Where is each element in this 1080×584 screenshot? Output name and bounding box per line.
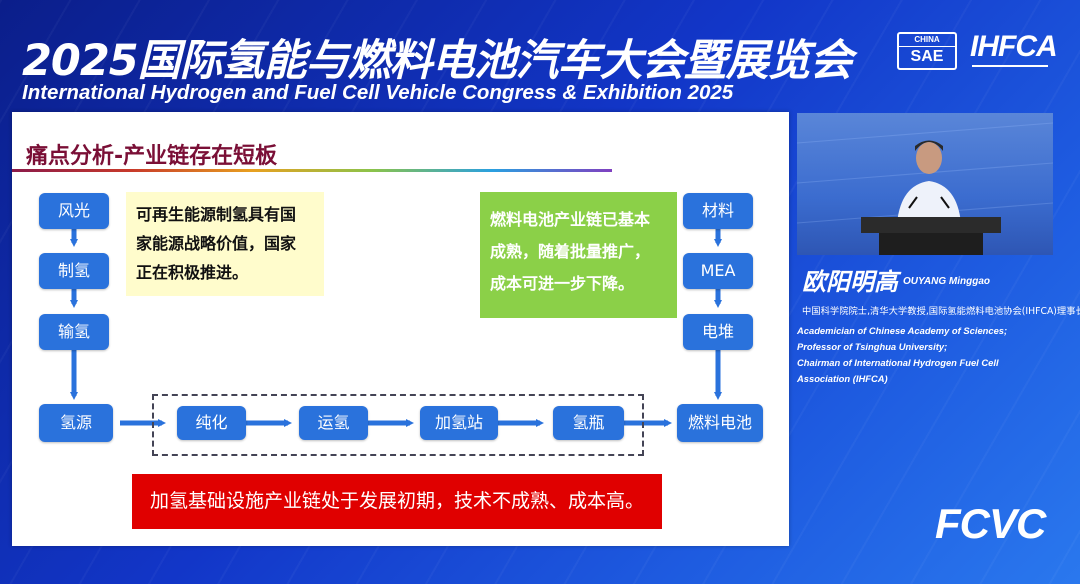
china-sae-logo-top: CHINA — [899, 34, 955, 47]
note-green-line: 成本可进一步下降。 — [490, 274, 635, 293]
note-yellow-line: 可再生能源制氢具有国 — [136, 205, 297, 224]
speaker-illustration — [797, 122, 1053, 255]
note-green-line: 成熟，随着批量推广， — [490, 242, 651, 261]
conclusion-banner: 加氢基础设施产业链处于发展初期，技术不成熟、成本高。 — [132, 474, 662, 529]
box-mea: MEA — [683, 253, 753, 289]
china-sae-logo-main: SAE — [910, 48, 944, 65]
box-wind-solar: 风光 — [39, 193, 109, 229]
flow-arrows — [70, 229, 722, 427]
ihfca-logo: IHFCA — [970, 30, 1058, 63]
box-hydrogen-production: 制氢 — [39, 253, 109, 289]
note-yellow-line: 家能源战略价值，国家 — [136, 234, 297, 253]
slide-title: 痛点分析-产业链存在短板 — [26, 144, 278, 169]
speaker-name-cn: 欧阳明高 — [802, 268, 898, 296]
box-hydrogen-haulage: 运氢 — [299, 406, 368, 440]
note-green-line: 燃料电池产业链已基本 — [490, 210, 651, 229]
presentation-slide: 痛点分析-产业链存在短板 风光 制氢 输氢 氢源 — [12, 112, 789, 546]
box-hydrogen-tank: 氢瓶 — [553, 406, 624, 440]
speaker-title-en-line: Chairman of International Hydrogen Fuel … — [797, 357, 999, 368]
note-renewable-hydrogen: 可再生能源制氢具有国 家能源战略价值，国家 正在积极推进。 — [126, 192, 324, 296]
china-sae-logo: CHINA SAE — [897, 32, 957, 70]
box-materials: 材料 — [683, 193, 753, 229]
ihfca-logo-underline — [972, 65, 1048, 67]
box-hydrogen-source: 氢源 — [39, 404, 113, 442]
note-fuel-cell-mature: 燃料电池产业链已基本 成熟，随着批量推广， 成本可进一步下降。 — [480, 192, 677, 318]
slide-title-rule — [12, 169, 612, 172]
event-title-en: International Hydrogen and Fuel Cell Veh… — [22, 81, 734, 104]
speaker-name-en: OUYANG Minggao — [903, 276, 991, 287]
box-hydrogen-transport: 输氢 — [39, 314, 109, 350]
note-yellow-line: 正在积极推进。 — [136, 263, 249, 282]
infrastructure-group-frame — [152, 394, 644, 456]
speaker-title-en-line: Academician of Chinese Academy of Scienc… — [797, 325, 1008, 336]
box-refueling-station: 加氢站 — [420, 406, 498, 440]
box-purification: 纯化 — [177, 406, 246, 440]
fcvc-logo: FCVC — [935, 500, 1046, 547]
speaker-title-cn: 中国科学院院士,清华大学教授,国际氢能燃料电池协会(IHFCA)理事长 — [802, 306, 1080, 317]
speaker-title-en-line: Professor of Tsinghua University; — [797, 341, 948, 352]
event-title-cn: 2025国际氢能与燃料电池汽车大会暨展览会 — [22, 36, 853, 86]
box-fuel-cell: 燃料电池 — [677, 404, 763, 442]
speaker-video — [797, 113, 1053, 255]
speaker-title-en-line: Association (IHFCA) — [797, 373, 888, 384]
box-stack: 电堆 — [683, 314, 753, 350]
